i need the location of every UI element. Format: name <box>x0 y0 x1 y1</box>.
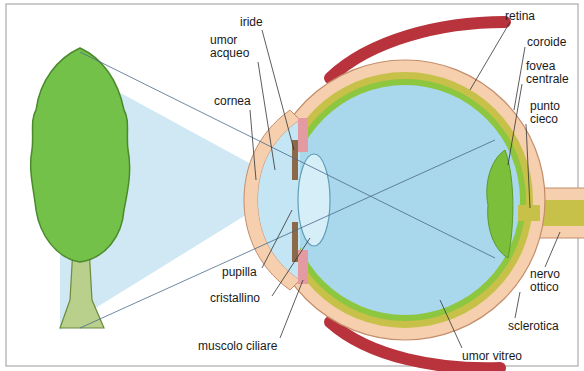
vitreous <box>290 85 520 315</box>
ciliary-upper <box>298 118 308 152</box>
sclera <box>265 60 545 340</box>
part-label: nervo ottico <box>530 268 576 294</box>
aqueous-chamber <box>258 120 300 280</box>
retina-layer <box>284 79 526 321</box>
iris-lower <box>292 222 298 262</box>
part-label: pupilla <box>222 266 257 279</box>
part-label: punto cieco <box>530 100 576 126</box>
leader-lines <box>250 22 560 348</box>
tree <box>31 48 130 328</box>
cornea-shape <box>244 110 300 290</box>
part-label: sclerotica <box>508 320 559 333</box>
light-ray <box>80 140 495 328</box>
part-label: cristallino <box>210 292 260 305</box>
ciliary-lower <box>298 250 308 284</box>
part-label: umor acqueo <box>210 34 262 60</box>
light-ray <box>80 52 495 258</box>
part-label: cornea <box>214 95 251 108</box>
blind-spot <box>518 205 540 221</box>
frame <box>6 4 578 366</box>
choroid <box>277 72 533 328</box>
fundus <box>487 150 513 258</box>
part-label: iride <box>240 16 263 29</box>
part-label: muscolo ciliare <box>198 340 277 353</box>
part-label: retina <box>505 10 535 23</box>
part-label: coroide <box>527 36 566 49</box>
part-label: fovea centrale <box>526 60 576 86</box>
part-label: umor vitreo <box>462 350 522 363</box>
